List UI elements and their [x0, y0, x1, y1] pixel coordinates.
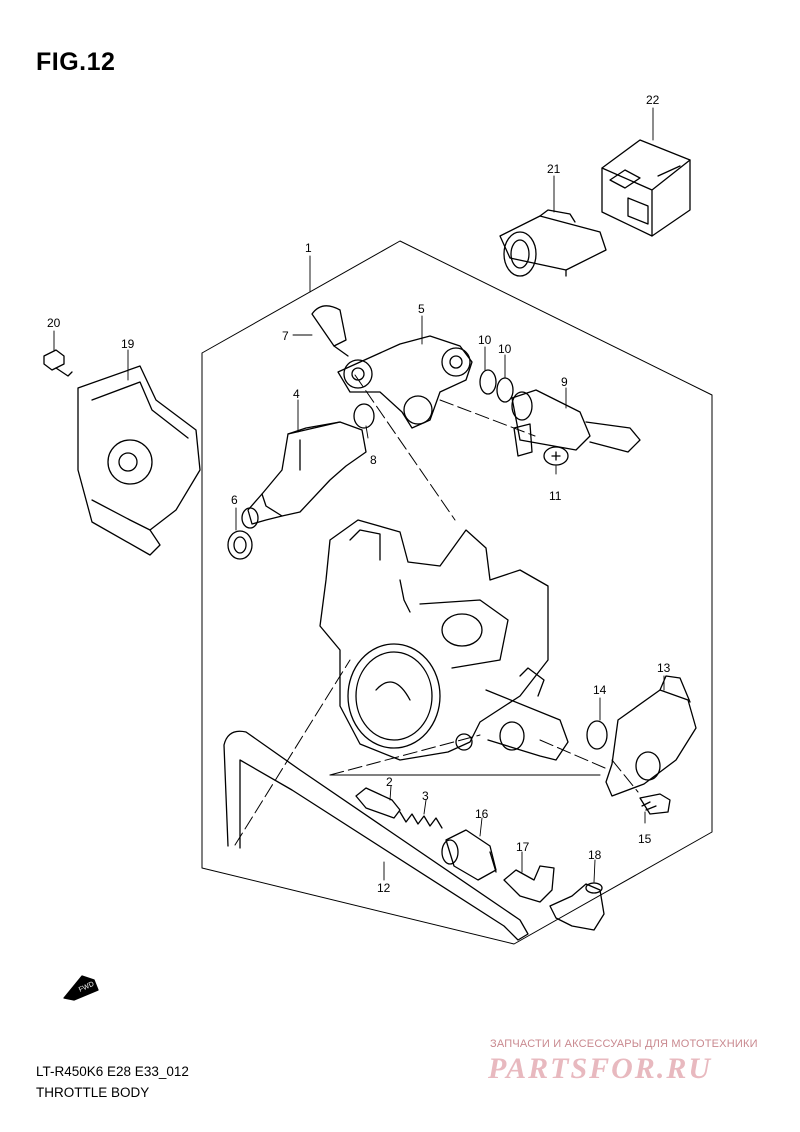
- bolt-20: [43, 349, 73, 377]
- callout-4: 4: [293, 387, 300, 401]
- pressure-regulator-9: [511, 389, 641, 457]
- callout-16: 16: [475, 807, 489, 821]
- o-ring-14: [586, 720, 608, 750]
- callout-14: 14: [593, 683, 607, 697]
- callout-21: 21: [547, 162, 561, 176]
- guide-lines: [234, 374, 639, 846]
- callout-17: 17: [516, 840, 530, 854]
- callout-2: 2: [386, 775, 393, 789]
- hose-12: [223, 730, 529, 941]
- fitting-16: [441, 829, 497, 881]
- seal-6: [227, 530, 253, 560]
- elbow-hose-17: [503, 865, 555, 903]
- model-code: LT-R450K6 E28 E33_012: [36, 1064, 189, 1079]
- leader-lines: [53, 107, 665, 883]
- callout-13: 13: [657, 661, 671, 675]
- spring-3: [399, 811, 443, 829]
- callout-3: 3: [422, 789, 429, 803]
- o-ring-8: [353, 403, 375, 429]
- watermark-logo: PARTSFOR.RU: [488, 1052, 712, 1085]
- o-rings-10: [479, 369, 514, 403]
- pilot-screw-2: [355, 787, 401, 819]
- callout-9: 9: [561, 375, 568, 389]
- fwd-arrow-icon: FWD: [63, 975, 99, 1001]
- coupler-housing-22: [601, 139, 691, 237]
- callout-10-a: 10: [478, 333, 492, 347]
- elbow-fitting-18: [549, 882, 605, 931]
- callout-22: 22: [646, 93, 660, 107]
- callout-6: 6: [231, 493, 238, 507]
- assembly-outline: [201, 240, 713, 945]
- figure-name: THROTTLE BODY: [36, 1085, 150, 1100]
- watermark-tagline: ЗАПЧАСТИ И АКСЕССУАРЫ ДЛЯ МОТОТЕХНИКИ: [490, 1038, 758, 1050]
- fuel-rail-5: [337, 335, 473, 429]
- callout-7: 7: [282, 329, 289, 343]
- injector-4: [241, 421, 367, 529]
- figure-title: FIG.12: [36, 48, 116, 76]
- callout-5: 5: [418, 302, 425, 316]
- callout-10-b: 10: [498, 342, 512, 356]
- callout-12: 12: [377, 881, 391, 895]
- throttle-body-1: [319, 519, 569, 761]
- callout-20: 20: [47, 316, 61, 330]
- callout-19: 19: [121, 337, 135, 351]
- fuel-pipe-end-7: [311, 305, 349, 357]
- callout-8: 8: [370, 453, 377, 467]
- cover-bracket-19: [77, 365, 201, 556]
- callout-1: 1: [305, 241, 312, 255]
- sensor-connector-21: [499, 209, 607, 277]
- screw-15: [639, 793, 671, 815]
- callout-11: 11: [549, 489, 562, 503]
- callout-15: 15: [638, 832, 652, 846]
- callout-numbers: 1 2 3 4 5 6 7 8 9 10 10 11 12 13 14 15 1…: [47, 93, 671, 895]
- screw-11: [543, 446, 569, 466]
- throttle-position-sensor-13: [605, 675, 697, 797]
- callout-18: 18: [588, 848, 602, 862]
